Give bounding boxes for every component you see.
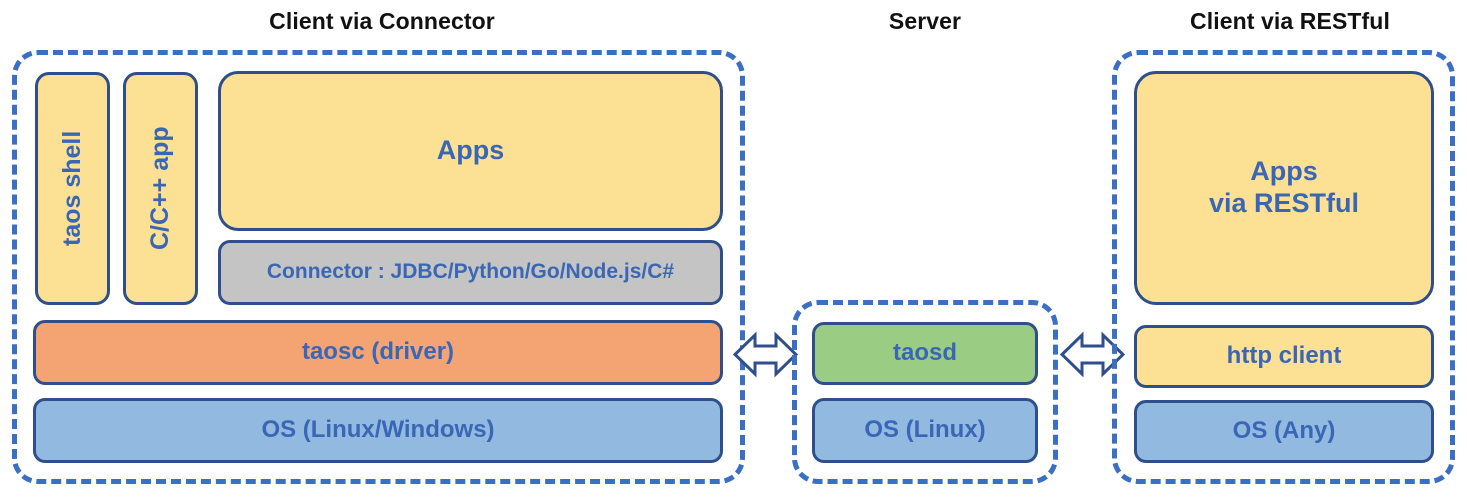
panel-boundary-client-restful bbox=[1112, 50, 1455, 484]
node-apps-connector[interactable]: Apps bbox=[218, 71, 723, 231]
node-os-linux-windows[interactable]: OS (Linux/Windows) bbox=[33, 398, 723, 463]
double-headed-arrow-connector-to-server bbox=[733, 331, 798, 378]
panel-boundary-client-connector bbox=[12, 50, 745, 484]
node-apps-via-restful-line1: Apps bbox=[1250, 156, 1318, 187]
node-http-client[interactable]: http client bbox=[1134, 325, 1434, 388]
panel-title-client-restful: Client via RESTful bbox=[1190, 8, 1390, 34]
node-taosd[interactable]: taosd bbox=[812, 322, 1038, 385]
node-apps-via-restful[interactable]: Apps via RESTful bbox=[1134, 71, 1434, 305]
node-connector-libraries[interactable]: Connector : JDBC/Python/Go/Node.js/C# bbox=[218, 240, 723, 305]
panel-title-server: Server bbox=[888, 8, 962, 34]
panel-boundary-server bbox=[792, 300, 1058, 484]
panel-title-client-connector: Client via Connector bbox=[269, 8, 495, 34]
node-apps-via-restful-line2: via RESTful bbox=[1208, 188, 1360, 218]
node-os-linux[interactable]: OS (Linux) bbox=[812, 398, 1038, 463]
node-taos-shell[interactable]: taos shell bbox=[35, 72, 110, 305]
double-headed-arrow-server-to-restful bbox=[1060, 331, 1125, 378]
node-c-cpp-app[interactable]: C/C++ app bbox=[123, 72, 198, 305]
node-os-any[interactable]: OS (Any) bbox=[1134, 400, 1434, 463]
node-taosc-driver[interactable]: taosc (driver) bbox=[33, 320, 723, 385]
